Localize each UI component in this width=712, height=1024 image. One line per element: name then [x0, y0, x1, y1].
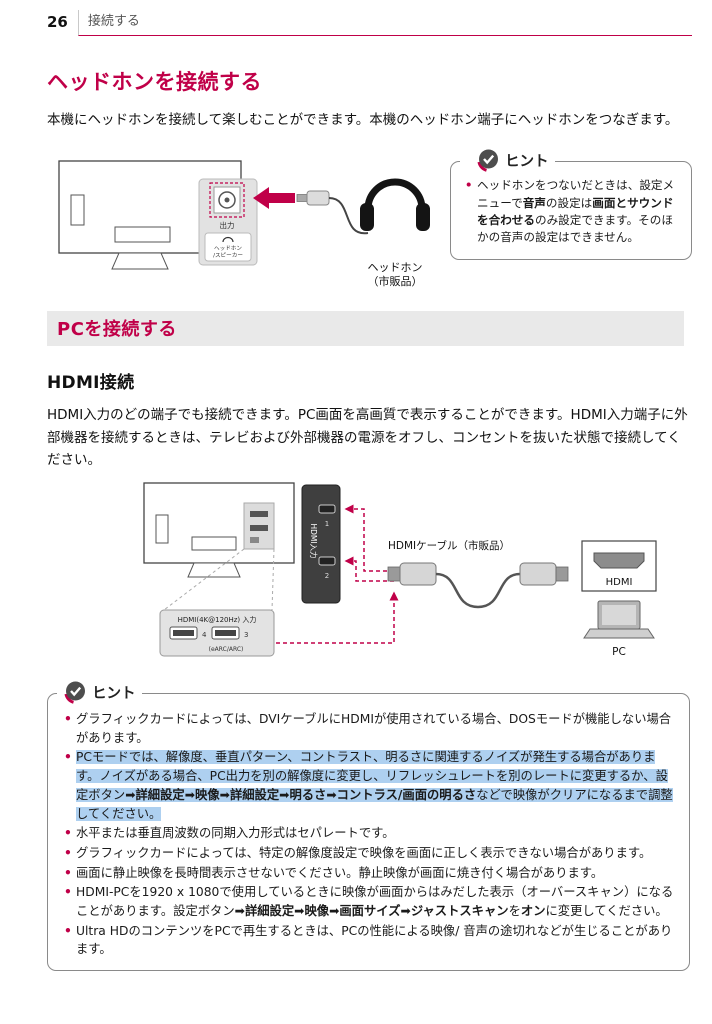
headphone-body-text: 本機にヘッドホンを接続して楽しむことができます。本機のヘッドホン端子にヘッドホン… — [47, 112, 679, 128]
hint-bullet: ヘッドホンをつないだときは、設定メニューで音声の設定は画面とサウンドを合わせるの… — [463, 177, 680, 247]
hint-title: ヒント — [92, 685, 136, 702]
hint-bullet: グラフィックカードによっては、DVIケーブルにHDMIが使用されている場合、DO… — [62, 710, 676, 747]
hint-legend: ヒント — [460, 148, 555, 173]
hdmi-connector-icon — [593, 552, 645, 569]
jack-output-label: 出力 — [220, 220, 235, 230]
hdmi-4k-label: HDMI(4K@120Hz) 入力 — [178, 615, 257, 624]
pc-hint-box: ヒント グラフィックカードによっては、DVIケーブルにHDMIが使用されている場… — [47, 680, 690, 971]
hdmi-target-box: HDMI — [581, 540, 657, 592]
tv-rear-outline — [143, 482, 295, 578]
hdmi-cable-icon — [387, 562, 569, 609]
zoom-guide-line — [163, 548, 245, 611]
jack-panel-zoom: 出力 ヘッドホン /スピーカー — [198, 178, 258, 266]
hint-bullet: 水平または垂直周波数の同期入力形式はセパレートです。 — [62, 824, 676, 843]
hdmi-label: HDMI — [606, 577, 633, 588]
section-title-pc: PCを接続する — [47, 311, 684, 347]
hint-bullet: Ultra HDのコンテンツをPCで再生するときは、PCの性能による映像/ 音声… — [62, 922, 676, 959]
hint-check-icon — [64, 681, 85, 704]
connection-arrow — [344, 504, 394, 572]
hdmi-port-2 — [318, 556, 336, 566]
hdmi-diagram-wrap: HDMI(4K@120Hz) 入力 4 3 (eARC/ARC) HDMI入力 … — [142, 475, 692, 667]
page-header: 26 接続する — [47, 10, 692, 36]
hint-check-icon — [477, 149, 498, 173]
hint-bullet: HDMI-PCを1920 x 1080で使用しているときに映像が画面からはみだし… — [62, 883, 676, 920]
headphone-cable-label-2: （市販品） — [368, 274, 423, 288]
port-3-label: 3 — [244, 631, 248, 639]
hdmi-input-strip: HDMI入力 1 2 — [301, 484, 341, 604]
page-number: 26 — [47, 13, 68, 31]
headphone-connection-diagram: 出力 ヘッドホン /スピーカー ヘッドホン （市販品） — [58, 160, 430, 288]
hdmi-4k-input-box: HDMI(4K@120Hz) 入力 4 3 (eARC/ARC) — [159, 609, 275, 657]
hint-bullet: 画面に静止映像を長時間表示させないでください。静止映像が画面に焼き付く場合があり… — [62, 864, 676, 883]
hdmi-port-1 — [318, 504, 336, 514]
hint-bullet: PCモードでは、解像度、垂直パターン、コントラスト、明るさに関連するノイズが発生… — [62, 748, 676, 823]
hdmi-connection-diagram: HDMI(4K@120Hz) 入力 4 3 (eARC/ARC) HDMI入力 … — [143, 482, 657, 658]
hdmi-cable-label: HDMIケーブル（市販品） — [388, 539, 510, 552]
headphone-hint-box: ヒント ヘッドホンをつないだときは、設定メニューで音声の設定は画面とサウンドを合… — [450, 148, 692, 260]
hint-bullet: グラフィックカードによっては、特定の解像度設定で映像を画面に正しく表示できない場… — [62, 844, 676, 863]
zoom-guide-line — [271, 549, 275, 611]
manual-page: 26 接続する ヘッドホンを接続する 本機にヘッドホンを接続して楽しむことができ… — [0, 0, 712, 971]
subsection-title-hdmi: HDMI接続 — [47, 373, 135, 394]
port-1-label: 1 — [325, 520, 329, 528]
pc-label: PC — [612, 646, 626, 658]
hint-title: ヒント — [505, 153, 549, 170]
headphone-diagram-row: 出力 ヘッドホン /スピーカー ヘッドホン （市販品） — [47, 147, 692, 295]
port-2-label: 2 — [325, 572, 329, 580]
connection-arrow — [344, 556, 394, 582]
jack-sublabel-2: /スピーカー — [213, 252, 243, 259]
headphone-cable-label-1: ヘッドホン — [368, 261, 423, 274]
hdmi-body-text: HDMI入力のどの端子でも接続できます。PC画面を高画質で表示することができます… — [47, 407, 688, 468]
laptop-icon — [583, 600, 655, 639]
headphone-plug — [296, 190, 330, 206]
headphones-icon — [360, 178, 430, 232]
port-4-label: 4 — [202, 631, 207, 639]
section-title-headphone: ヘッドホンを接続する — [47, 70, 262, 94]
hint-legend: ヒント — [57, 680, 142, 705]
hdmi-strip-label: HDMI入力 — [309, 524, 319, 559]
tiny-headphone-icon — [222, 237, 234, 243]
earc-label: (eARC/ARC) — [209, 646, 244, 653]
headphone-cable — [328, 197, 369, 235]
connect-arrow-icon — [253, 187, 295, 210]
chapter-title: 接続する — [77, 10, 692, 36]
jack-sublabel-1: ヘッドホン — [214, 245, 242, 252]
